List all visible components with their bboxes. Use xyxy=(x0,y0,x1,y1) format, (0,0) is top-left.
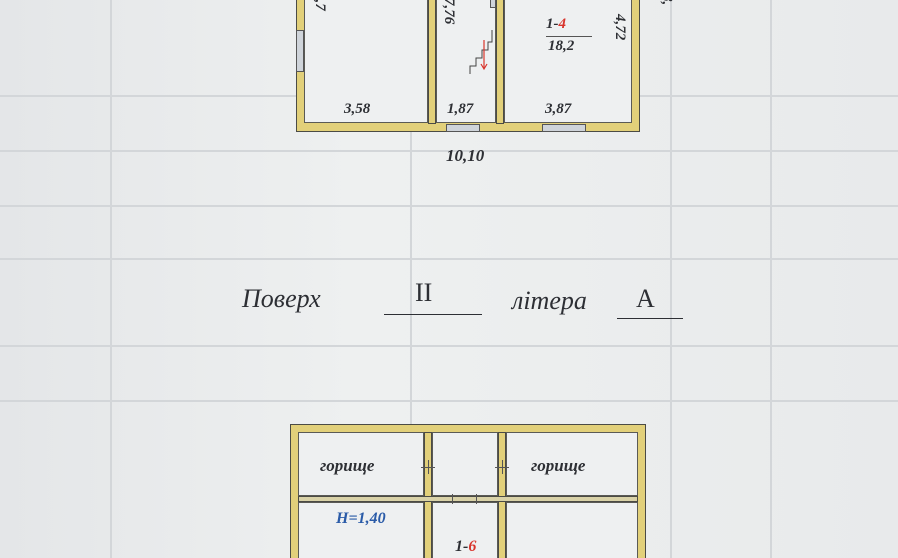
attic-right-room xyxy=(506,432,638,496)
height-label: H=1,40 xyxy=(336,510,386,527)
room-number-2-suffix: 6 xyxy=(468,538,477,555)
room-area: 18,2 xyxy=(548,38,575,54)
room-number-suffix: 4 xyxy=(558,16,567,32)
dim-width-mid: 1,87 xyxy=(447,101,474,117)
window xyxy=(446,124,480,132)
staircase-icon xyxy=(469,30,493,74)
cross-mark xyxy=(428,460,429,474)
letter-value: А xyxy=(636,284,655,313)
bleed-line xyxy=(410,0,412,558)
dim-total-height: 8, xyxy=(658,0,675,5)
attic-right-label: горище xyxy=(531,456,586,475)
dim-mid-height: 7,76 xyxy=(441,0,457,25)
room-number: 1-4 xyxy=(546,16,566,33)
bleed-line xyxy=(0,258,898,260)
window xyxy=(296,30,304,72)
partition-wall xyxy=(298,496,638,502)
bleed-line xyxy=(110,0,112,558)
bleed-line xyxy=(770,0,772,558)
partition-wall xyxy=(498,432,506,558)
fraction-line xyxy=(546,36,592,37)
lower-mid-room xyxy=(432,502,498,558)
bleed-line xyxy=(0,205,898,207)
room-middle xyxy=(436,0,496,123)
partition-wall xyxy=(428,0,436,124)
lower-left-room xyxy=(298,502,424,558)
dim-width-right: 3,87 xyxy=(545,101,572,117)
floor-value: II xyxy=(415,278,433,307)
dim-left-height: 7,7 xyxy=(312,0,328,11)
floor-word: Поверх xyxy=(242,284,321,313)
lower-right-room xyxy=(506,502,638,558)
dim-right-height: 4,72 xyxy=(612,14,628,41)
partition-wall xyxy=(496,0,504,124)
dim-total-width: 10,10 xyxy=(446,146,485,165)
letter-underline xyxy=(617,318,683,319)
room-left xyxy=(304,0,428,123)
room-number-2: 1-6 xyxy=(455,538,476,556)
room-number-2-prefix: 1- xyxy=(455,538,469,555)
cross-mark xyxy=(452,494,453,504)
bleed-line xyxy=(670,0,672,558)
partition-wall xyxy=(424,432,432,558)
window xyxy=(490,0,496,8)
letter-word: літера xyxy=(512,286,587,315)
cross-mark xyxy=(476,494,477,504)
bleed-line xyxy=(0,400,898,402)
floor-underline xyxy=(384,314,482,315)
room-number-prefix: 1- xyxy=(546,16,559,32)
dim-width-left: 3,58 xyxy=(344,101,371,117)
attic-left-room xyxy=(298,432,424,496)
bleed-line xyxy=(0,345,898,347)
attic-mid-room xyxy=(432,432,498,496)
window xyxy=(542,124,586,132)
bleed-line xyxy=(0,150,898,152)
attic-left-label: горище xyxy=(320,456,375,475)
cross-mark xyxy=(502,460,503,474)
room-right xyxy=(504,0,632,123)
